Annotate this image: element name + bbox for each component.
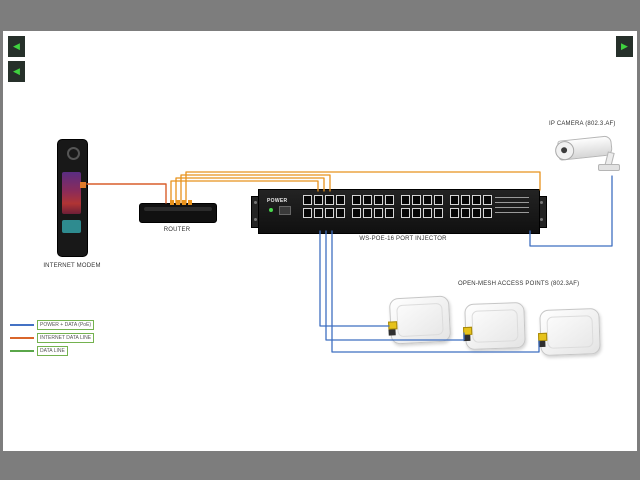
legend-label: POWER + DATA (PoE) bbox=[37, 319, 95, 330]
rj45-port bbox=[314, 195, 323, 205]
legend-line-data bbox=[10, 349, 34, 352]
rj45-port bbox=[483, 208, 492, 218]
rj45-port bbox=[401, 208, 410, 218]
router-label: ROUTER bbox=[163, 227, 191, 233]
legend-row: POWER + DATA (PoE) bbox=[10, 318, 110, 331]
legend-row: DATA LINE bbox=[10, 344, 110, 357]
rj45-port bbox=[325, 208, 334, 218]
rj45-port bbox=[303, 208, 312, 218]
router-port bbox=[188, 200, 192, 205]
rj45-port bbox=[374, 208, 383, 218]
injector-spec-text bbox=[495, 197, 529, 217]
rj45-port bbox=[363, 195, 372, 205]
legend-label: DATA LINE bbox=[37, 345, 68, 356]
modem-front-label bbox=[62, 172, 81, 214]
access-point-face bbox=[471, 309, 519, 343]
prev-image-button[interactable]: ◀ bbox=[8, 36, 25, 57]
ip-camera-device bbox=[546, 128, 626, 178]
access-point-poe-port bbox=[538, 332, 548, 342]
router-port bbox=[170, 200, 174, 205]
rj45-port bbox=[352, 195, 361, 205]
injector-ports bbox=[303, 195, 494, 221]
access-points-label: OPEN-MESH ACCESS POINTS (802.3AF) bbox=[458, 281, 580, 287]
access-point bbox=[388, 295, 452, 345]
legend-label: INTERNET DATA LINE bbox=[37, 332, 95, 343]
rj45-port bbox=[434, 195, 443, 205]
legend-line-poe bbox=[10, 323, 34, 326]
arrow-right-icon: ▶ bbox=[621, 41, 628, 51]
rj45-port bbox=[423, 208, 432, 218]
rj45-port bbox=[363, 208, 372, 218]
modem-lower-label bbox=[62, 220, 81, 233]
spec-line bbox=[495, 197, 529, 198]
injector-power-text: POWER bbox=[267, 198, 288, 204]
rj45-port bbox=[472, 208, 481, 218]
rj45-port bbox=[412, 195, 421, 205]
rj45-port bbox=[461, 208, 470, 218]
screw-hole bbox=[254, 201, 257, 204]
rj45-port bbox=[314, 208, 323, 218]
access-point-face bbox=[546, 315, 594, 349]
rj45-port bbox=[412, 208, 421, 218]
legend-line-internet bbox=[10, 336, 34, 339]
rj45-port bbox=[483, 195, 492, 205]
rj45-port bbox=[472, 195, 481, 205]
rj45-port bbox=[325, 195, 334, 205]
spec-line bbox=[495, 202, 529, 203]
access-point-poe-port bbox=[463, 326, 473, 336]
modem-speaker-ring bbox=[67, 147, 80, 160]
camera-lens-glass bbox=[560, 146, 568, 154]
access-point bbox=[538, 307, 601, 357]
power-led bbox=[269, 208, 273, 212]
router-port bbox=[182, 200, 186, 205]
rj45-port bbox=[374, 195, 383, 205]
rj45-port bbox=[352, 208, 361, 218]
modem-ethernet-port bbox=[80, 182, 86, 188]
router-top-detail bbox=[144, 207, 212, 211]
spec-line bbox=[495, 212, 529, 213]
rj45-port bbox=[336, 208, 345, 218]
internet-modem-device bbox=[57, 139, 88, 257]
access-point-lan-port bbox=[388, 329, 396, 336]
rj45-port bbox=[434, 208, 443, 218]
rj45-port bbox=[385, 208, 394, 218]
access-point-lan-port bbox=[538, 340, 546, 348]
screw-hole bbox=[540, 201, 543, 204]
access-point-lan-port bbox=[463, 334, 471, 342]
screw-hole bbox=[254, 218, 257, 221]
rj45-port bbox=[385, 195, 394, 205]
rj45-port bbox=[450, 195, 459, 205]
arrow-left-icon: ◀ bbox=[13, 66, 20, 76]
access-point bbox=[463, 301, 526, 351]
camera-lens bbox=[554, 140, 576, 162]
rj45-port bbox=[461, 195, 470, 205]
rj45-port bbox=[423, 195, 432, 205]
arrow-left-icon: ◀ bbox=[13, 41, 20, 51]
diagram-canvas bbox=[3, 31, 637, 451]
poe-injector-device: POWER bbox=[258, 189, 540, 234]
camera-label: IP CAMERA (802.3.AF) bbox=[549, 121, 616, 127]
injector-port-row bbox=[303, 208, 494, 218]
camera-body bbox=[554, 135, 613, 162]
router-port bbox=[176, 200, 180, 205]
rj45-port bbox=[450, 208, 459, 218]
access-point-face bbox=[396, 302, 444, 338]
injector-port-row bbox=[303, 195, 494, 205]
modem-label: INTERNET MODEM bbox=[43, 263, 101, 269]
router-device bbox=[139, 200, 217, 223]
rj45-port bbox=[303, 195, 312, 205]
power-switch bbox=[279, 206, 291, 215]
legend: POWER + DATA (PoE) INTERNET DATA LINE DA… bbox=[10, 318, 110, 357]
prev-image-button-secondary[interactable]: ◀ bbox=[8, 61, 25, 82]
spec-line bbox=[495, 207, 529, 208]
injector-label: WS-POE-16 PORT INJECTOR bbox=[359, 236, 447, 242]
rj45-port bbox=[336, 195, 345, 205]
rj45-port bbox=[401, 195, 410, 205]
legend-row: INTERNET DATA LINE bbox=[10, 331, 110, 344]
next-image-button[interactable]: ▶ bbox=[616, 36, 633, 57]
screw-hole bbox=[540, 218, 543, 221]
camera-mount-base bbox=[598, 164, 620, 171]
